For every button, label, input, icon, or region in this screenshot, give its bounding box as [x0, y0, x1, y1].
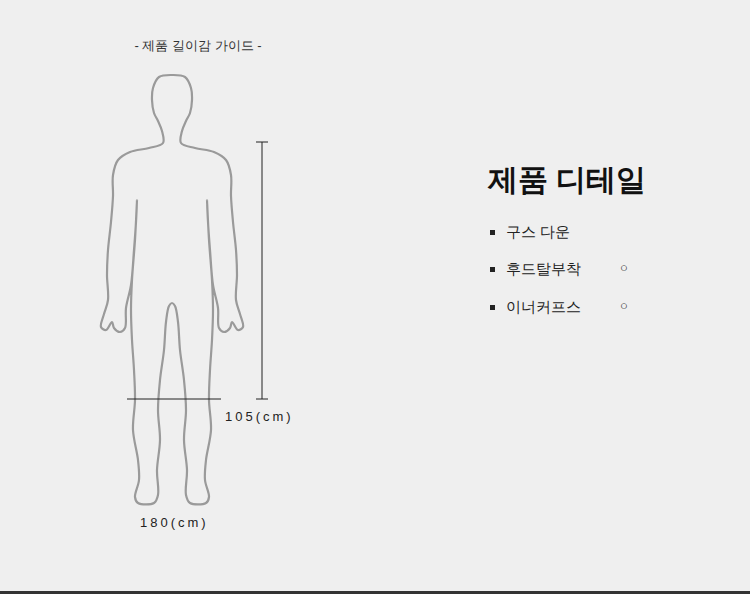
detail-item: 구스 다운 — [506, 223, 570, 241]
body-silhouette — [101, 75, 243, 504]
bullet — [490, 267, 495, 272]
detail-item: 이너커프스 — [506, 298, 581, 316]
length-line — [127, 399, 221, 400]
bullet — [490, 230, 495, 235]
section-heading: 제품 디테일 — [488, 162, 646, 198]
dimension-label: 180(cm) — [140, 515, 209, 531]
bottom-rule — [0, 591, 750, 594]
dimension-line — [262, 142, 263, 399]
dimension-tick — [256, 399, 268, 400]
dimension-tick — [256, 142, 268, 143]
height-dimension — [127, 142, 268, 399]
check-mark: ○ — [620, 298, 628, 314]
guide-title: - 제품 길이감 가이드 - — [134, 38, 261, 54]
check-mark: ○ — [620, 260, 628, 276]
detail-item: 후드탈부착 — [506, 260, 581, 278]
dimension-label: 105(cm) — [225, 409, 294, 425]
bullets — [490, 230, 495, 310]
body-outline — [101, 75, 243, 504]
bullet — [490, 305, 495, 310]
